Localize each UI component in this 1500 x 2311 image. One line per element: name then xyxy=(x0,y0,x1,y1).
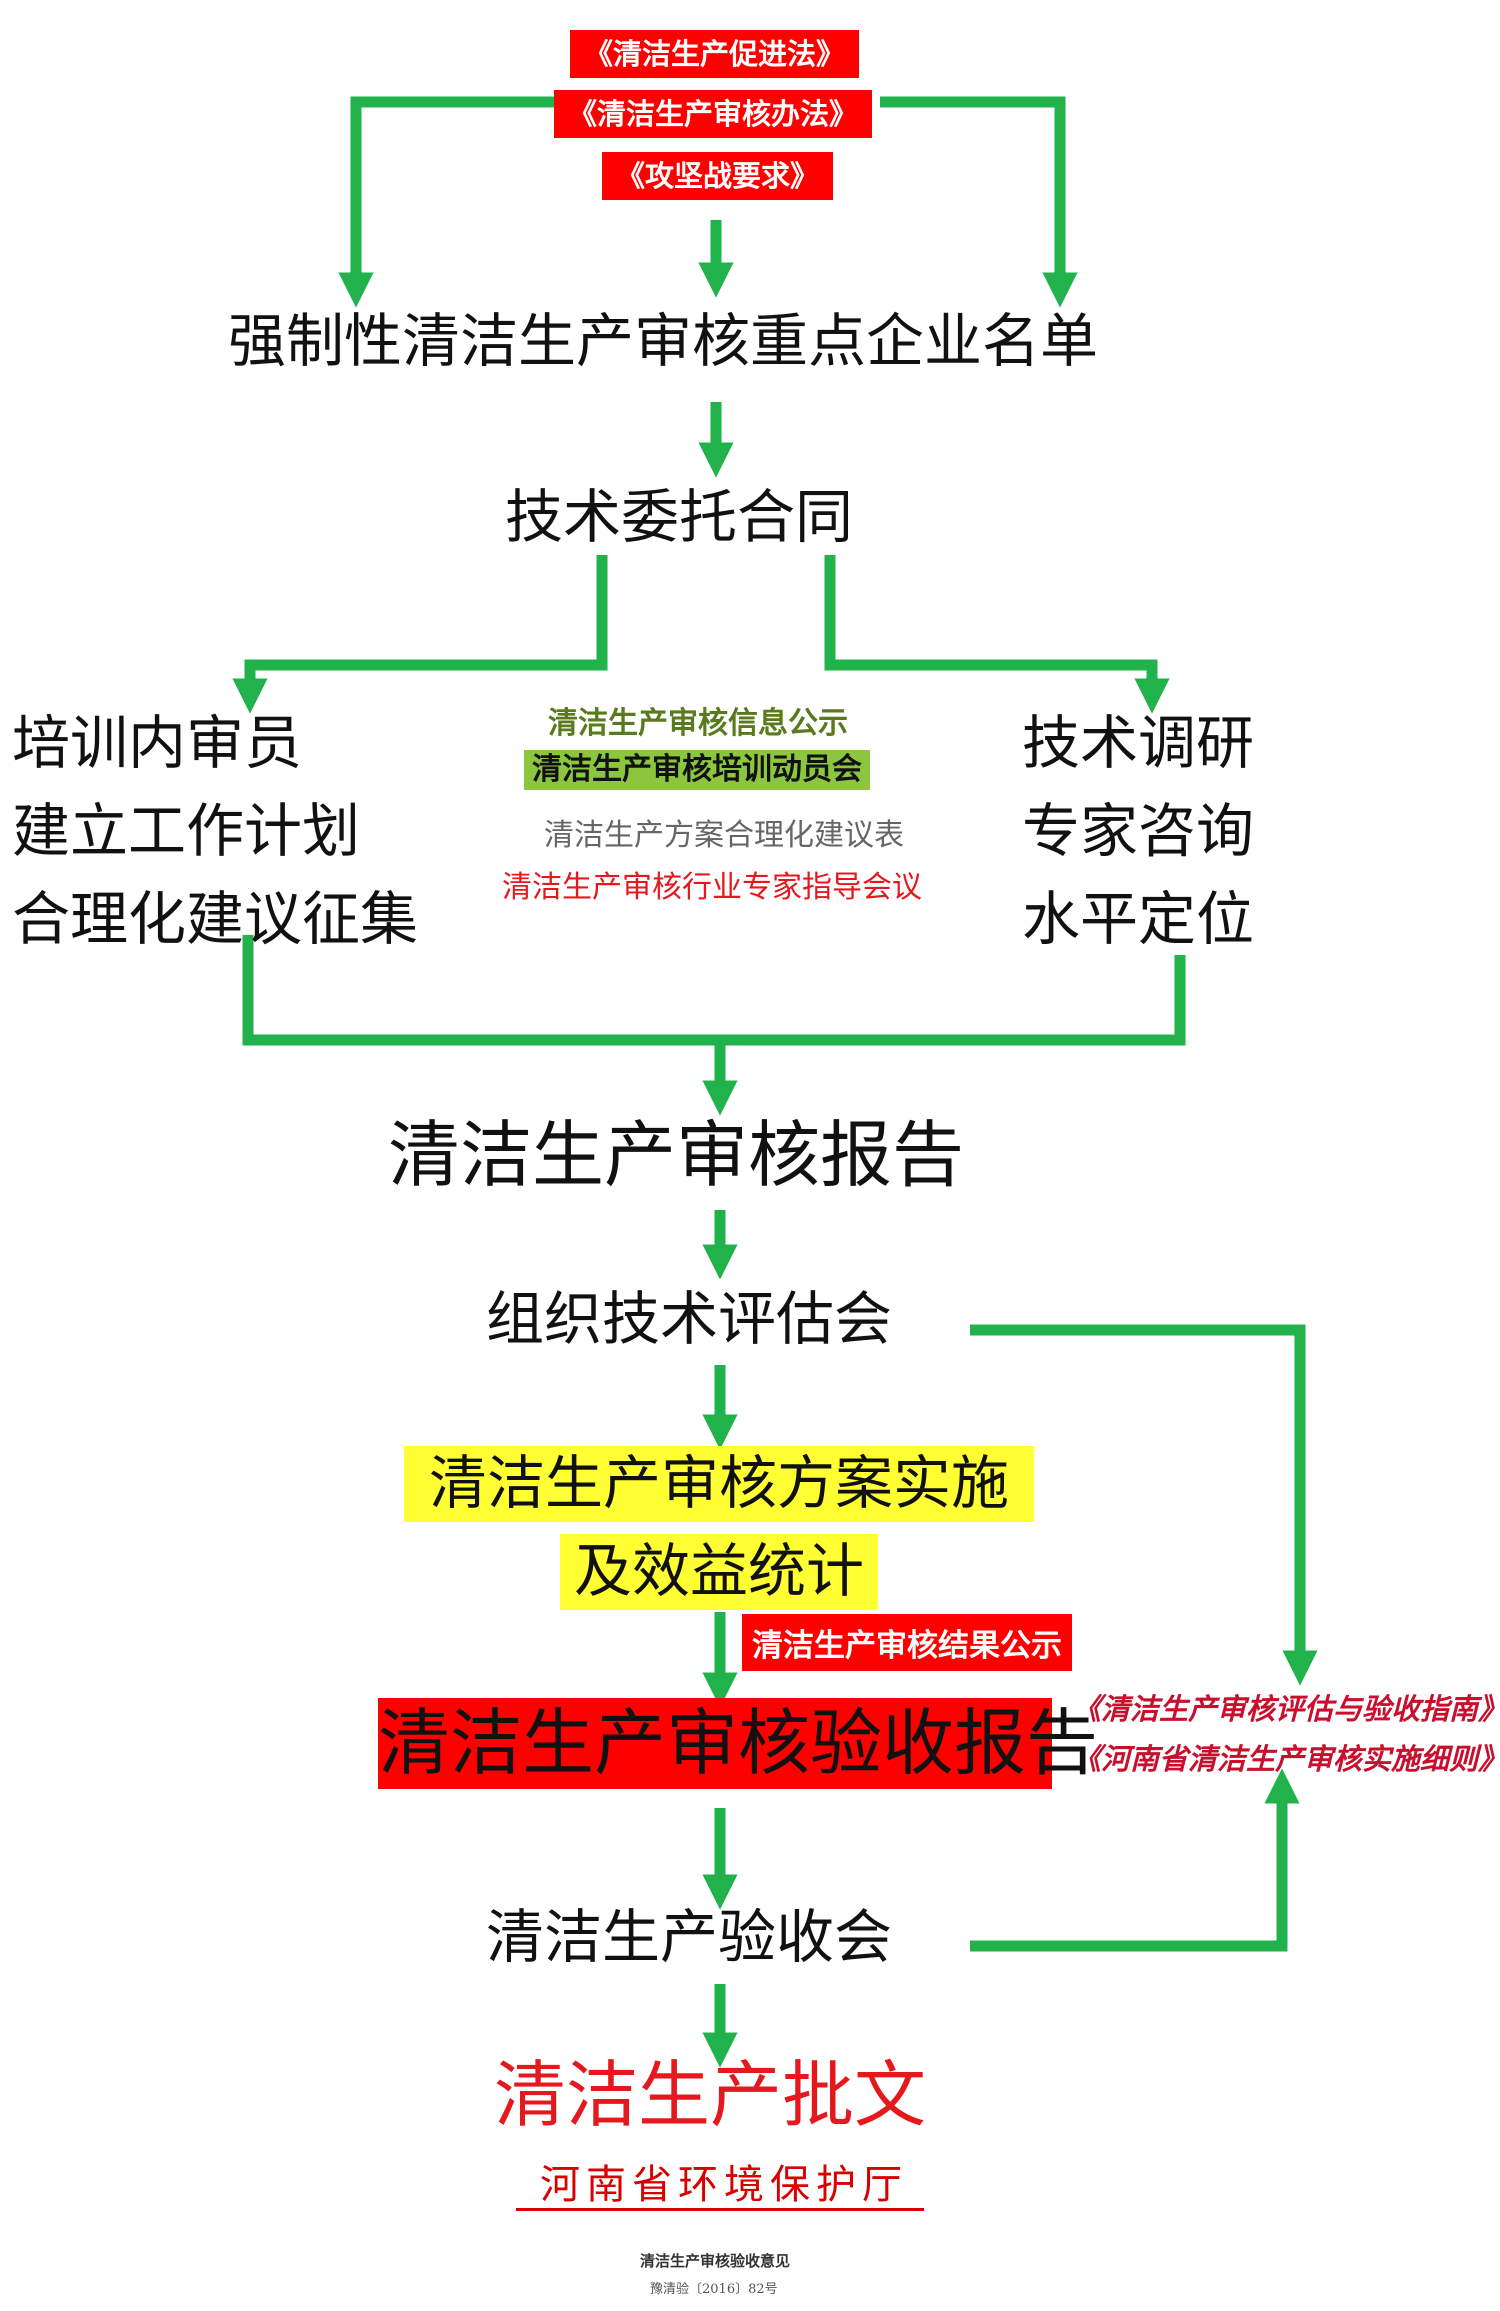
center-suggestion-form: 清洁生产方案合理化建议表 xyxy=(544,818,904,853)
arrow-laws-right xyxy=(880,96,1078,308)
document-title: 清洁生产审核验收意见 xyxy=(640,2252,791,2270)
enterprise-list-title: 强制性清洁生产审核重点企业名单 xyxy=(228,307,1099,375)
document-issuer: 河南省环境保护厅 xyxy=(540,2162,908,2208)
acceptance-report-title: 清洁生产审核验收报告 xyxy=(378,1698,1098,1790)
center-training-meeting: 清洁生产审核培训动员会 xyxy=(524,750,870,790)
arrow-contract-right xyxy=(824,555,1170,714)
arrow-branches-merge xyxy=(242,935,1186,1046)
arrow-laws-left xyxy=(338,96,555,308)
arrow-assessment-to-guidelines xyxy=(970,1324,1318,1686)
implementation-line-1: 清洁生产审核方案实施 xyxy=(404,1446,1034,1522)
center-info-publicity: 清洁生产审核信息公示 xyxy=(548,706,848,741)
approval-title: 清洁生产批文 xyxy=(494,2053,927,2137)
guideline-evaluation: 《清洁生产审核评估与验收指南》 xyxy=(1072,1692,1500,1726)
arrow-contract-left xyxy=(232,555,608,714)
document-red-rule xyxy=(516,2208,924,2211)
contract-title: 技术委托合同 xyxy=(505,483,854,551)
left-task-train-auditors: 培训内审员 xyxy=(12,709,303,777)
right-task-expert-consult: 专家咨询 xyxy=(1022,797,1255,865)
left-task-suggestions: 合理化建议征集 xyxy=(12,885,419,953)
assessment-meeting-title: 组织技术评估会 xyxy=(486,1285,893,1353)
result-publicity-tag: 清洁生产审核结果公示 xyxy=(742,1614,1072,1671)
audit-report-title: 清洁生产审核报告 xyxy=(388,1113,965,1197)
law-cleaner-production-promotion: 《清洁生产促进法》 xyxy=(570,30,860,78)
law-campaign-requirements: 《攻坚战要求》 xyxy=(602,152,834,200)
right-task-tech-research: 技术调研 xyxy=(1022,709,1255,777)
law-audit-measures: 《清洁生产审核办法》 xyxy=(554,90,873,138)
center-expert-meeting: 清洁生产审核行业专家指导会议 xyxy=(502,870,922,905)
acceptance-meeting-title: 清洁生产验收会 xyxy=(486,1903,893,1971)
implementation-line-2: 及效益统计 xyxy=(560,1534,878,1610)
left-task-work-plan: 建立工作计划 xyxy=(12,797,361,865)
document-number: 豫清验〔2016〕82号 xyxy=(650,2282,778,2297)
guideline-henan-rules: 《河南省清洁生产审核实施细则》 xyxy=(1072,1742,1500,1776)
arrow-meeting-to-guidelines xyxy=(970,1768,1300,1952)
right-task-level-positioning: 水平定位 xyxy=(1022,885,1255,953)
